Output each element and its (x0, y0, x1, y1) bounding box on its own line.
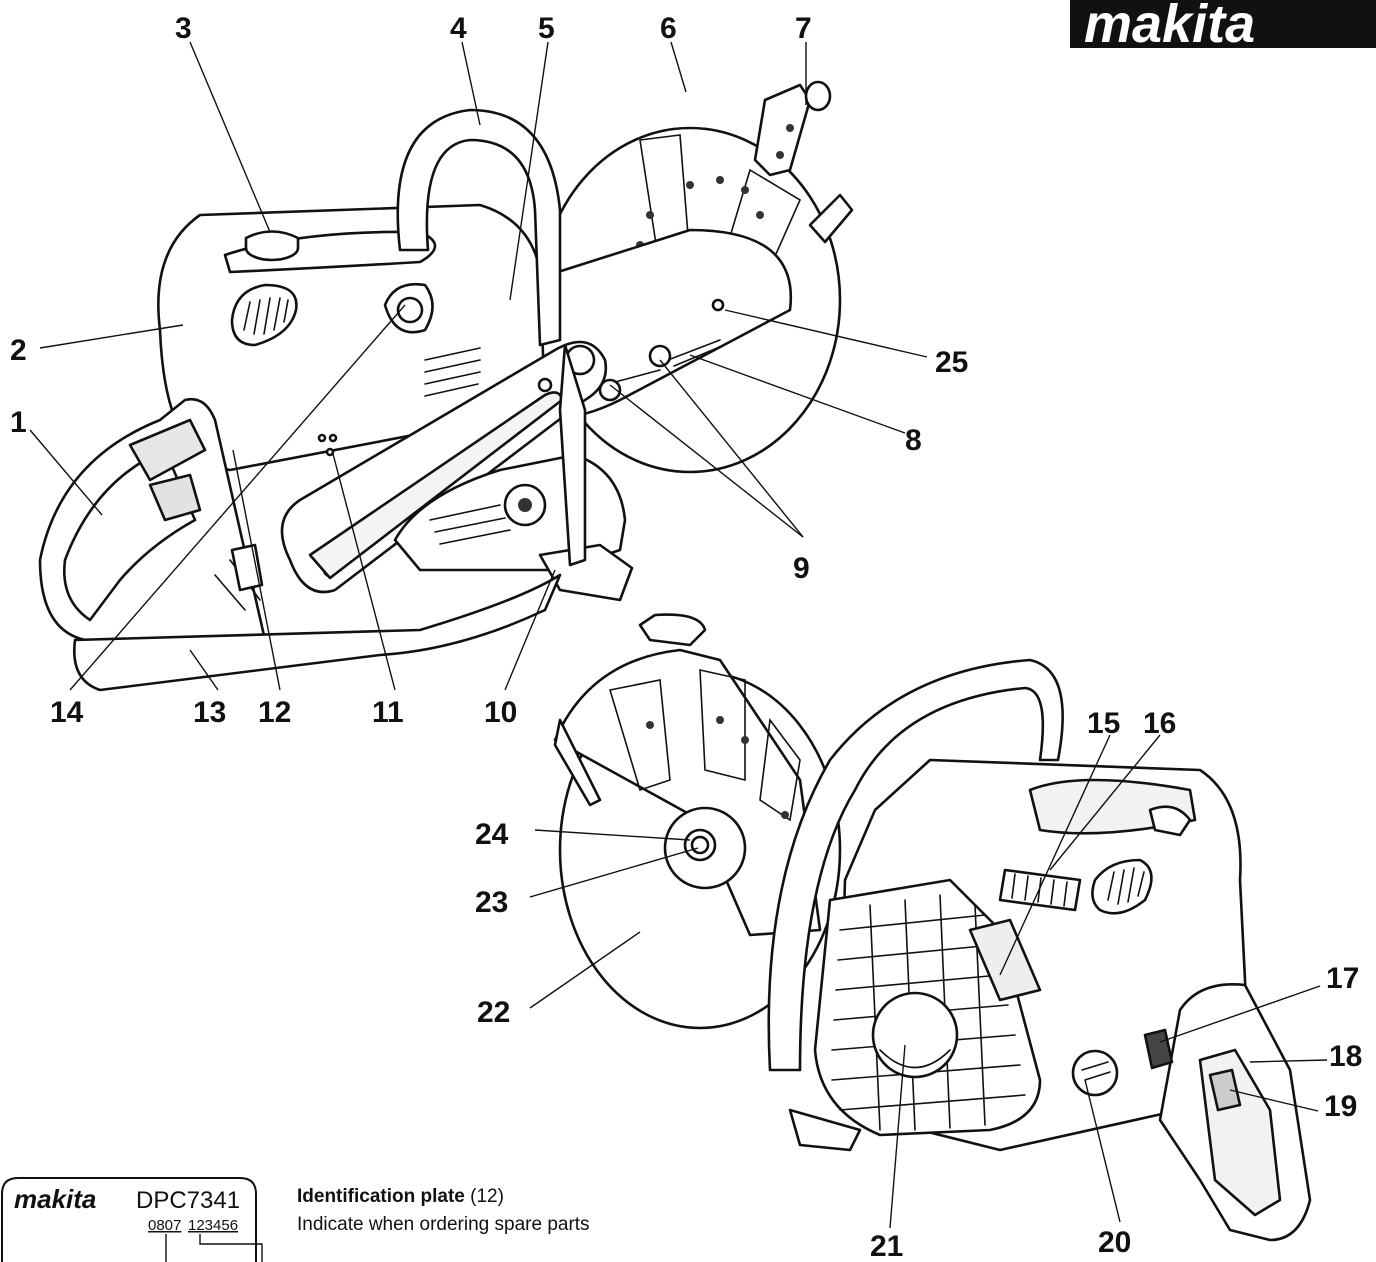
callout-21: 21 (870, 1230, 903, 1262)
callout-11: 11 (372, 696, 404, 729)
plate-code-b: 123456 (188, 1217, 238, 1234)
callout-9: 9 (793, 552, 810, 585)
callout-3: 3 (175, 12, 192, 45)
callout-5: 5 (538, 12, 555, 45)
callout-13: 13 (193, 696, 226, 729)
callout-12: 12 (258, 696, 291, 729)
callout-2: 2 (10, 334, 27, 367)
caption-ref: (12) (470, 1186, 504, 1207)
identification-plate: makita DPC7341 0807 123456 (1, 1177, 263, 1262)
callout-22: 22 (477, 996, 510, 1029)
callout-24: 24 (475, 818, 509, 851)
plate-model: DPC7341 (136, 1187, 240, 1214)
callout-7: 7 (795, 12, 812, 45)
identification-caption: Identification plate (12) Indicate when … (297, 1183, 590, 1239)
callout-1: 1 (10, 406, 27, 439)
leader-lines (29, 41, 1328, 1229)
caption-title: Identification plate (297, 1186, 465, 1207)
callout-6: 6 (660, 12, 677, 45)
plate-code-a: 0807 (148, 1217, 181, 1234)
svg-text:makita: makita (1084, 0, 1255, 54)
callout-14: 14 (50, 696, 84, 729)
callout-16: 16 (1143, 707, 1176, 740)
plate-logo: makita (14, 1184, 96, 1214)
callout-17: 17 (1326, 962, 1359, 995)
caption-subtitle: Indicate when ordering spare parts (297, 1214, 590, 1235)
callout-18: 18 (1329, 1040, 1362, 1073)
callout-15: 15 (1087, 707, 1120, 740)
callout-8: 8 (905, 424, 922, 457)
callout-4: 4 (450, 12, 467, 45)
callout-20: 20 (1098, 1226, 1131, 1259)
cutter-side-view (38, 80, 854, 692)
cutter-rear-view (553, 613, 1312, 1242)
callout-19: 19 (1324, 1090, 1357, 1123)
callout-numbers: 1 2 3 4 5 6 7 8 9 10 11 12 13 14 15 16 1… (10, 12, 1362, 1262)
callout-10: 10 (484, 696, 517, 729)
callout-23: 23 (475, 886, 508, 919)
callout-25: 25 (935, 346, 968, 379)
brand-logo: makita (1070, 0, 1376, 54)
